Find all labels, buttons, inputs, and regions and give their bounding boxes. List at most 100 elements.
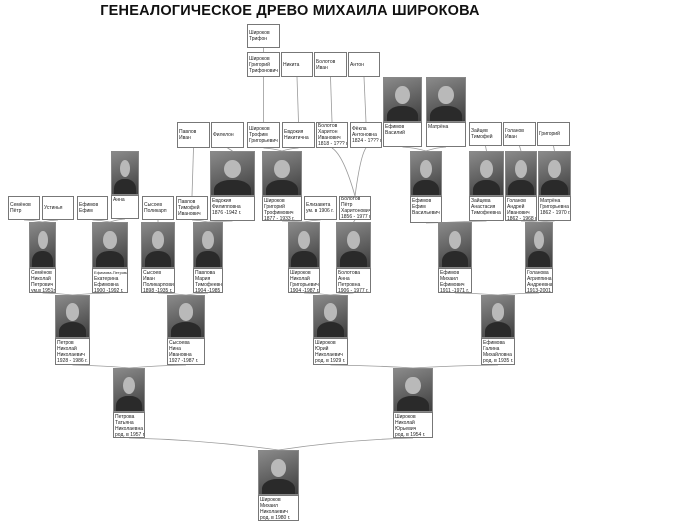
person-name-line: Антон bbox=[350, 61, 364, 68]
portrait-photo bbox=[92, 222, 128, 268]
parent-child-connector bbox=[42, 219, 59, 223]
parent-child-connector bbox=[303, 219, 321, 223]
parent-child-connector bbox=[454, 220, 487, 223]
person-name-line: Ефимовна bbox=[94, 282, 119, 288]
parent-child-connector bbox=[263, 147, 283, 152]
parent-child-connector bbox=[109, 218, 126, 223]
person-name-line: Павлов bbox=[179, 129, 197, 135]
portrait-photo bbox=[410, 151, 442, 196]
person-name-line: Николай bbox=[395, 420, 415, 426]
person-name-line: Ефимова bbox=[483, 340, 505, 346]
person-name-line: Ефимов bbox=[440, 270, 460, 276]
person-name-line: Филелон bbox=[213, 132, 234, 138]
person-name-line: Иван bbox=[179, 135, 191, 141]
parent-child-connector bbox=[412, 364, 499, 369]
person-name-line: 1904 -1985 г. bbox=[195, 288, 223, 293]
person-name-line: Широков bbox=[249, 126, 270, 132]
person-name-line: Голанов bbox=[507, 198, 526, 204]
person-name-line: Андрей bbox=[507, 204, 525, 210]
person-name-line: Григорий bbox=[539, 131, 560, 137]
person-name-line: 1877 - 1933 г. bbox=[264, 216, 295, 221]
person-name-line: Иван bbox=[143, 276, 155, 282]
parent-child-connector bbox=[363, 76, 367, 123]
person-card: Никита bbox=[281, 52, 313, 77]
parent-child-connector bbox=[353, 219, 356, 223]
person-name-line: 1904 -1987 г. bbox=[290, 288, 320, 293]
portrait-photo bbox=[393, 368, 433, 412]
portrait-photo bbox=[438, 222, 472, 268]
parent-child-connector bbox=[72, 364, 130, 369]
person-name-line: Поликарпович bbox=[143, 282, 175, 288]
person-name-line: Николаевич bbox=[315, 352, 343, 358]
person-name-line: Анна bbox=[113, 197, 125, 203]
person-name-line: Устинья bbox=[44, 205, 63, 211]
parent-child-connector bbox=[296, 76, 299, 123]
person-name-box: Григорий bbox=[537, 122, 570, 146]
person-card: Анна bbox=[111, 151, 139, 219]
person-name-line: 1906 - 1977 г. bbox=[338, 288, 369, 293]
person-name-line: Григорьевич bbox=[290, 282, 319, 288]
portrait-photo bbox=[525, 222, 553, 268]
person-name-line: Евдокия bbox=[212, 198, 232, 204]
person-name-line: Широков bbox=[395, 414, 416, 420]
parent-child-connector bbox=[207, 220, 233, 223]
person-name-line: Харитонович bbox=[341, 208, 371, 214]
person-card: Григорий bbox=[537, 122, 570, 146]
person-name-line: Сысоев bbox=[144, 202, 162, 208]
portrait-photo bbox=[258, 450, 299, 495]
parent-child-connector bbox=[128, 437, 279, 451]
person-name-line: Болотов bbox=[318, 123, 338, 129]
person-name-line: Иванович bbox=[318, 135, 341, 141]
parent-child-connector bbox=[553, 145, 555, 152]
person-name-line: Голанов bbox=[505, 128, 524, 134]
person-name-line: Широков bbox=[249, 55, 270, 62]
person-name-line: Тимофеевна bbox=[471, 210, 501, 216]
parent-child-connector bbox=[330, 364, 414, 369]
person-name-line: Григорьевна bbox=[540, 204, 569, 210]
parent-child-connector bbox=[425, 146, 447, 152]
person-name-line: Петровна bbox=[338, 282, 361, 288]
person-name-line: Никита bbox=[283, 61, 300, 68]
person-name-line: Тимофей bbox=[471, 134, 493, 140]
portrait-photo bbox=[336, 222, 371, 268]
portrait-photo bbox=[426, 77, 466, 122]
person-name-line: Ефимов bbox=[385, 124, 405, 130]
portrait-photo bbox=[113, 368, 145, 412]
person-name-line: 1824 - 1??? г. bbox=[352, 138, 382, 144]
person-name-line: Филипповна bbox=[212, 204, 241, 210]
parent-child-connector bbox=[303, 292, 331, 296]
portrait-photo bbox=[210, 151, 255, 196]
person-name-line: 1856 - 1977 г. bbox=[341, 214, 371, 220]
parent-child-connector bbox=[23, 219, 43, 223]
person-name-line: Широков bbox=[264, 198, 285, 204]
